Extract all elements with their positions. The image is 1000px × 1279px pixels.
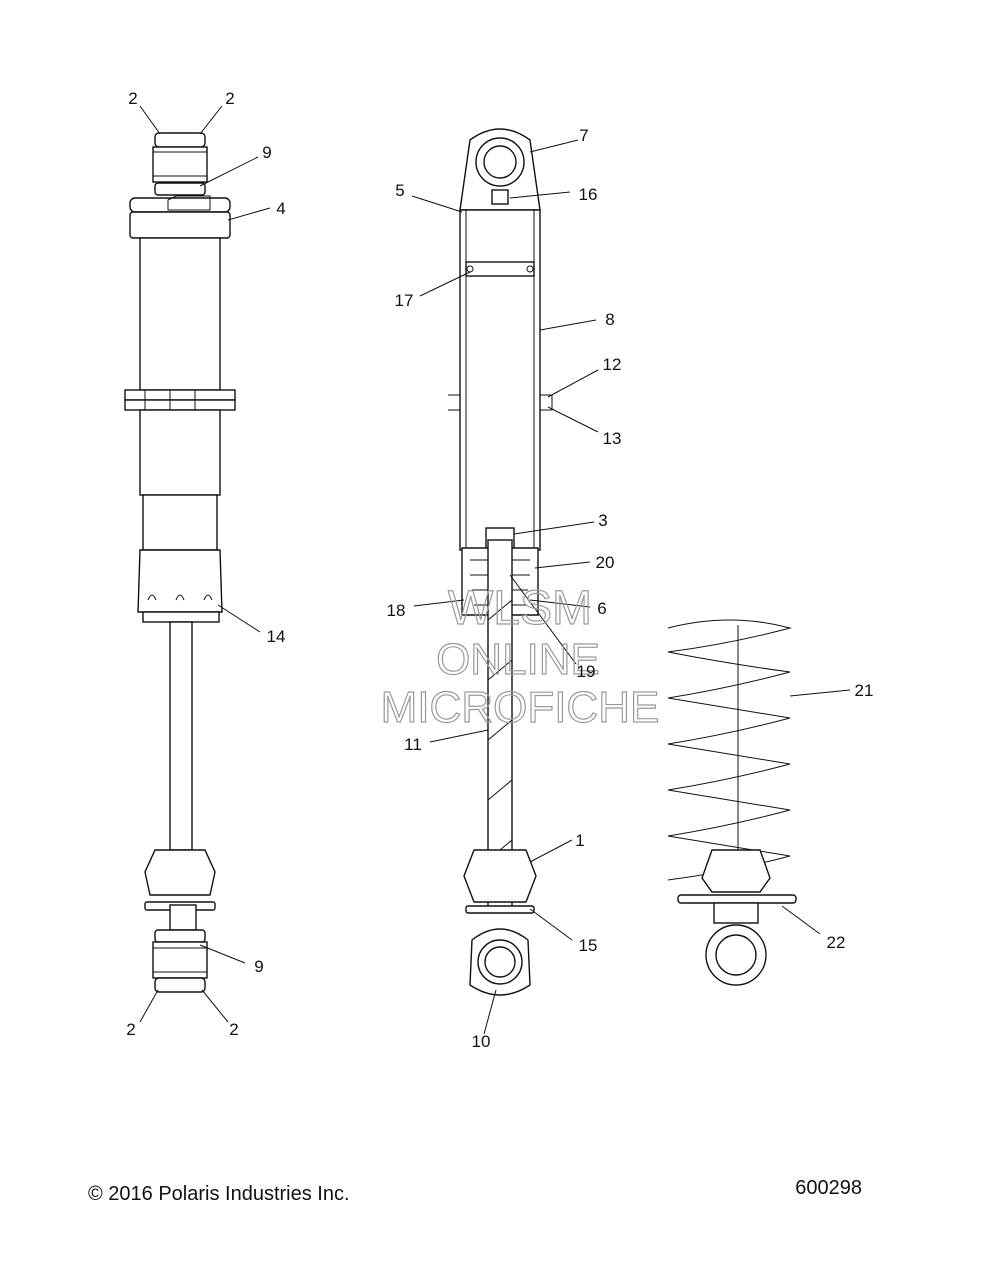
bearing-cap (137, 549, 223, 613)
end-cap (129, 211, 231, 239)
bottom-eyelet-bushing (152, 941, 208, 979)
spring-collar (124, 399, 236, 411)
spring-assembly (667, 619, 797, 986)
shock-body-upper (139, 237, 221, 391)
callout-2: 2 (229, 1020, 238, 1039)
callout-2: 2 (225, 89, 234, 108)
ifp-piston (465, 261, 535, 277)
callout-21: 21 (855, 681, 874, 700)
coil-spring (667, 619, 792, 881)
copyright-text: © 2016 Polaris Industries Inc. (88, 1183, 350, 1205)
callout-15: 15 (579, 936, 598, 955)
callout-14: 14 (267, 627, 286, 646)
callout-19: 19 (577, 662, 596, 681)
top-spacer (154, 182, 206, 196)
callout-12: 12 (603, 355, 622, 374)
callout-2: 2 (126, 1020, 135, 1039)
watermark-line-2: ONLINE (436, 635, 600, 684)
callout-13: 13 (603, 429, 622, 448)
callout-7: 7 (579, 126, 588, 145)
callout-20: 20 (596, 553, 615, 572)
bottom-bumper (144, 849, 216, 896)
callout-3: 3 (598, 511, 607, 530)
callout-17: 17 (395, 291, 414, 310)
leader-lines (139, 105, 851, 1035)
callout-10: 10 (472, 1032, 491, 1051)
left-shock-assembly (124, 132, 236, 993)
callout-2: 2 (128, 89, 137, 108)
diagram-number: 600298 (795, 1177, 862, 1199)
shaft (169, 621, 193, 851)
callout-16: 16 (579, 185, 598, 204)
middle-bumper (463, 849, 537, 903)
valve (491, 189, 509, 205)
callout-22: 22 (827, 933, 846, 952)
callout-9: 9 (262, 143, 271, 162)
callout-8: 8 (605, 310, 614, 329)
callout-4: 4 (276, 199, 285, 218)
middle-shock-section (448, 128, 553, 996)
watermark: WLSM ONLINE MICROFICHE (380, 581, 660, 732)
top-bushing-cap (154, 132, 206, 148)
callout-6: 6 (597, 599, 606, 618)
callout-9: 9 (254, 957, 263, 976)
spring-retainer (677, 894, 797, 904)
watermark-line-1: WLSM (448, 582, 592, 635)
watermark-line-3: MICROFICHE (381, 683, 660, 732)
shock-body-lower (139, 409, 221, 496)
callout-11: 11 (404, 735, 422, 754)
spring-bumper (701, 849, 771, 893)
washer (465, 905, 535, 914)
callout-1: 1 (575, 831, 584, 850)
callout-18: 18 (387, 601, 406, 620)
body-tube (459, 209, 541, 551)
callout-5: 5 (395, 181, 404, 200)
callouts: 2 2 9 4 14 9 2 2 7 5 16 17 8 12 13 3 20 … (126, 89, 873, 1051)
